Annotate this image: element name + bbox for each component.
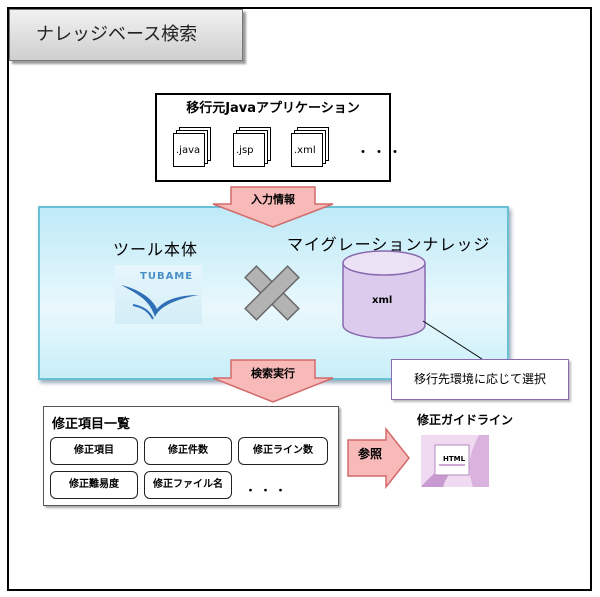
callout-connector	[422, 320, 483, 360]
result-item-file-name: 修正ファイル名	[144, 471, 232, 499]
jsp-file-icon: .jsp	[233, 127, 271, 171]
results-list-title: 修正項目一覧	[52, 417, 131, 432]
tubame-logo: TUBAME	[115, 265, 202, 324]
reference-arrow	[347, 427, 410, 489]
selection-callout: 移行先環境に応じて選択	[391, 359, 569, 400]
file-label-xml: .xml	[294, 145, 316, 156]
page-title: ナレッジベース検索	[9, 9, 243, 61]
result-item-difficulty: 修正難易度	[50, 471, 138, 499]
xml-file-icon: .xml	[291, 127, 329, 171]
html-doc-label: HTML	[443, 455, 466, 463]
input-arrow-label: 入力情報	[251, 193, 295, 206]
reference-arrow-label: 参照	[358, 447, 383, 461]
results-list: 修正項目一覧 修正項目 修正件数 修正ライン数 修正難易度 修正ファイル名 ・・…	[43, 406, 339, 506]
source-app-title: 移行元Javaアプリケーション	[186, 101, 360, 116]
result-item-fix-items: 修正項目	[50, 437, 138, 465]
more-items-ellipsis: ・・・	[244, 484, 290, 499]
database-icon	[342, 250, 426, 339]
html-document-icon: HTML	[421, 435, 489, 487]
guideline-title: 修正ガイドライン	[417, 413, 514, 427]
search-arrow-label: 検索実行	[251, 367, 295, 380]
tubame-logo-text: TUBAME	[140, 271, 194, 282]
file-label-java: .java	[176, 145, 201, 156]
cross-icon	[244, 265, 300, 321]
tool-body-title: ツール本体	[113, 240, 199, 259]
database-label: xml	[372, 295, 393, 306]
source-app-box: 移行元Javaアプリケーション .java .jsp .xml ・・・	[155, 93, 402, 182]
knowledge-title: マイグレーションナレッジ	[287, 235, 491, 254]
input-arrow	[212, 186, 334, 228]
search-arrow	[212, 359, 334, 403]
java-file-icon: .java	[173, 127, 211, 171]
more-files-ellipsis: ・・・	[356, 145, 404, 161]
file-label-jsp: .jsp	[236, 145, 254, 156]
result-item-fix-lines: 修正ライン数	[238, 437, 328, 465]
result-item-fix-count: 修正件数	[144, 437, 232, 465]
swallow-icon	[121, 285, 199, 320]
